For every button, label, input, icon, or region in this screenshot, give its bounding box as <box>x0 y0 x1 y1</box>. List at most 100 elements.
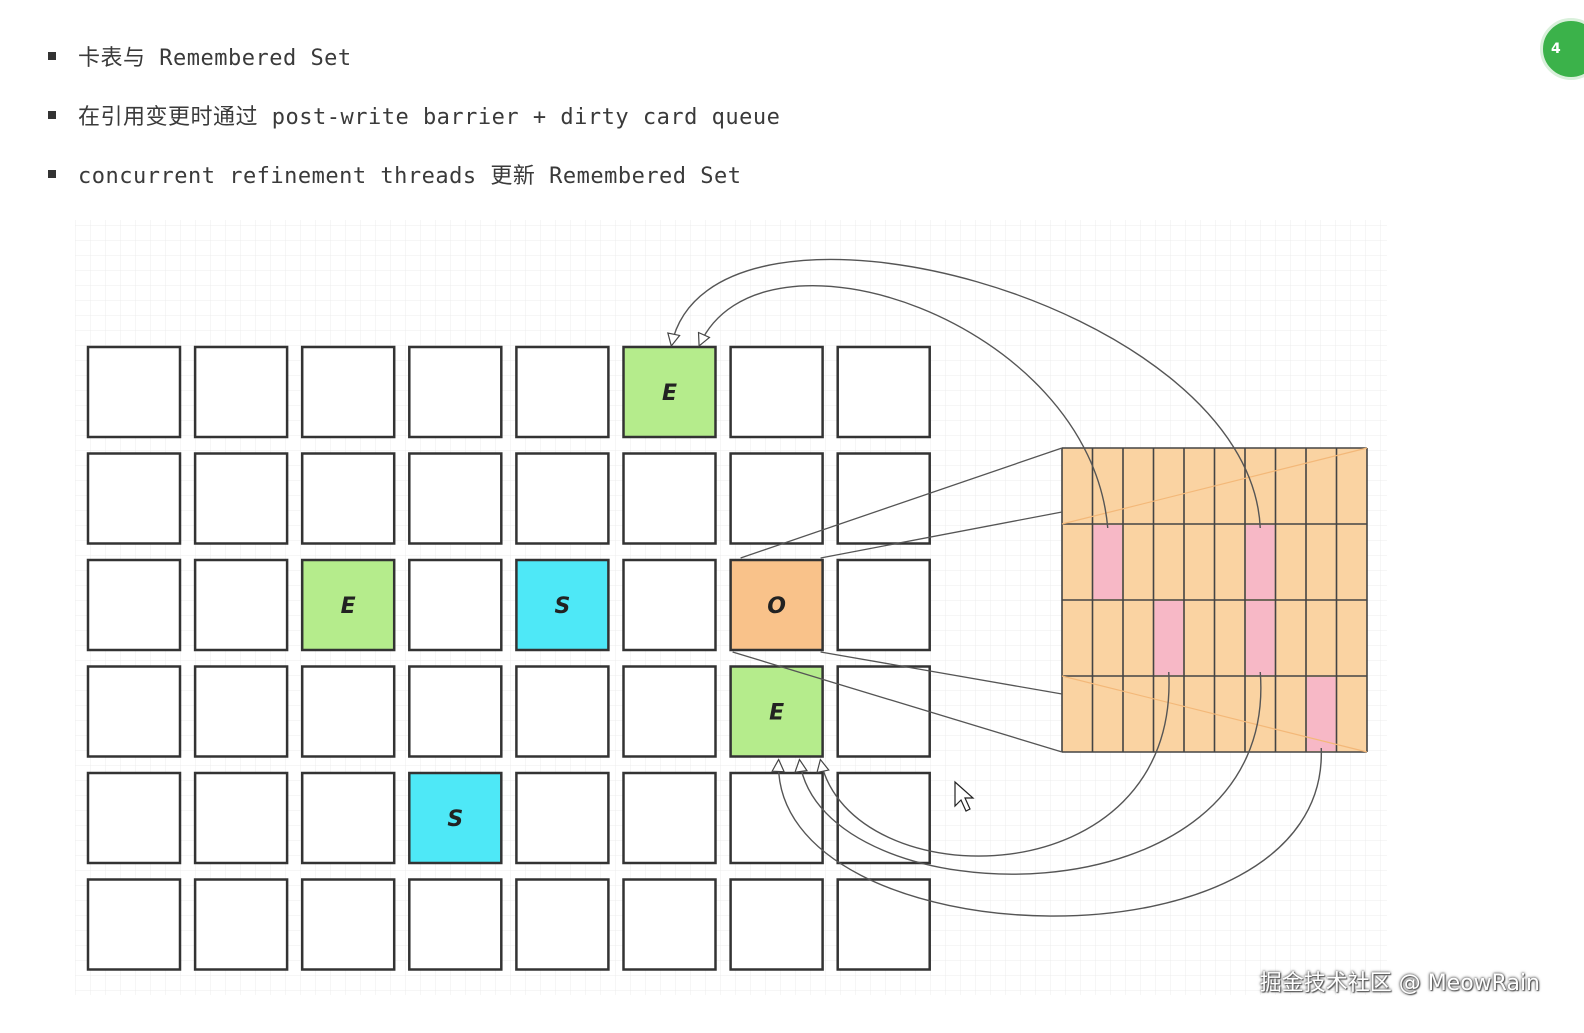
region-empty <box>729 771 824 865</box>
heap-region-grid: E E S O E S <box>86 345 931 971</box>
region-survivor: S <box>515 558 610 652</box>
region-old: O <box>729 558 824 652</box>
dirty-card <box>1154 601 1183 675</box>
dirty-card <box>1093 525 1122 599</box>
reference-arrow <box>779 747 1322 917</box>
region-empty <box>836 665 931 758</box>
region-empty <box>408 665 503 758</box>
region-box <box>408 771 503 865</box>
region-empty <box>836 878 931 971</box>
region-label: O <box>767 594 786 619</box>
bullet-item: concurrent refinement threads 更新 Remembe… <box>48 144 780 203</box>
region-label: E <box>769 701 784 726</box>
reference-arrow <box>821 671 1170 857</box>
region-box <box>193 345 289 439</box>
region-survivor: S <box>408 771 503 865</box>
region-empty <box>408 345 503 439</box>
region-box <box>300 345 396 439</box>
region-empty <box>300 452 396 545</box>
region-empty <box>729 452 824 545</box>
bullet-text: concurrent refinement threads 更新 Remembe… <box>78 163 742 189</box>
region-empty <box>515 345 610 439</box>
region-box <box>622 558 717 652</box>
region-empty <box>86 665 182 758</box>
region-box <box>408 452 503 545</box>
region-label: E <box>341 594 356 619</box>
region-box <box>622 345 717 439</box>
dirty-card <box>1246 525 1275 599</box>
region-empty <box>836 558 931 652</box>
region-label: S <box>554 594 570 619</box>
region-eden: E <box>300 558 396 652</box>
mouse-cursor-icon <box>954 780 975 812</box>
region-empty <box>86 558 182 652</box>
region-box <box>836 345 931 439</box>
region-empty <box>300 771 396 865</box>
region-eden: E <box>622 345 717 439</box>
region-empty <box>193 878 289 971</box>
card-zoom-diagonal <box>1061 447 1368 525</box>
region-empty <box>193 452 289 545</box>
region-empty <box>515 665 610 758</box>
region-empty <box>622 878 717 971</box>
region-box <box>622 878 717 971</box>
reference-arrows <box>672 258 1322 917</box>
bullet-item: 在引用变更时通过 post-write barrier + dirty card… <box>48 85 780 144</box>
bullet-list: 卡表与 Remembered Set 在引用变更时通过 post-write b… <box>48 26 780 203</box>
region-box <box>300 665 396 758</box>
region-empty <box>622 665 717 758</box>
remembered-set-card-table <box>1061 447 1368 753</box>
region-box <box>515 345 610 439</box>
region-empty <box>836 771 931 865</box>
region-box <box>408 345 503 439</box>
region-box <box>193 452 289 545</box>
region-label: E <box>662 381 677 406</box>
region-box <box>408 665 503 758</box>
region-empty <box>515 771 610 865</box>
region-empty <box>300 665 396 758</box>
region-empty <box>300 345 396 439</box>
zoom-line <box>820 511 1063 559</box>
region-empty <box>408 452 503 545</box>
reference-arrow <box>672 258 1261 529</box>
region-box <box>408 558 503 652</box>
region-box <box>622 771 717 865</box>
region-empty <box>729 878 824 971</box>
region-box <box>729 452 824 545</box>
zoom-line <box>820 651 1063 695</box>
region-box <box>408 878 503 971</box>
region-empty <box>86 771 182 865</box>
region-box <box>515 452 610 545</box>
region-empty <box>836 345 931 439</box>
region-box <box>86 665 182 758</box>
region-empty <box>515 878 610 971</box>
region-empty <box>86 452 182 545</box>
region-box <box>193 771 289 865</box>
region-box <box>622 665 717 758</box>
region-empty <box>408 878 503 971</box>
zoom-line <box>732 651 1063 753</box>
region-box <box>300 558 396 652</box>
zoom-line <box>740 447 1063 559</box>
region-empty <box>193 665 289 758</box>
region-box <box>300 771 396 865</box>
region-label: S <box>447 807 463 832</box>
region-box <box>300 452 396 545</box>
region-box <box>515 665 610 758</box>
region-box <box>86 452 182 545</box>
region-empty <box>193 345 289 439</box>
bullet-marker <box>48 51 56 60</box>
bullet-item: 卡表与 Remembered Set <box>48 26 780 85</box>
region-box <box>836 665 931 758</box>
region-box <box>622 452 717 545</box>
region-box <box>193 558 289 652</box>
region-box <box>193 665 289 758</box>
region-box <box>836 771 931 865</box>
region-box <box>836 878 931 971</box>
region-box <box>729 345 824 439</box>
region-box <box>729 558 824 652</box>
bullet-marker <box>48 169 56 178</box>
region-box <box>515 771 610 865</box>
reference-arrow <box>800 671 1262 875</box>
